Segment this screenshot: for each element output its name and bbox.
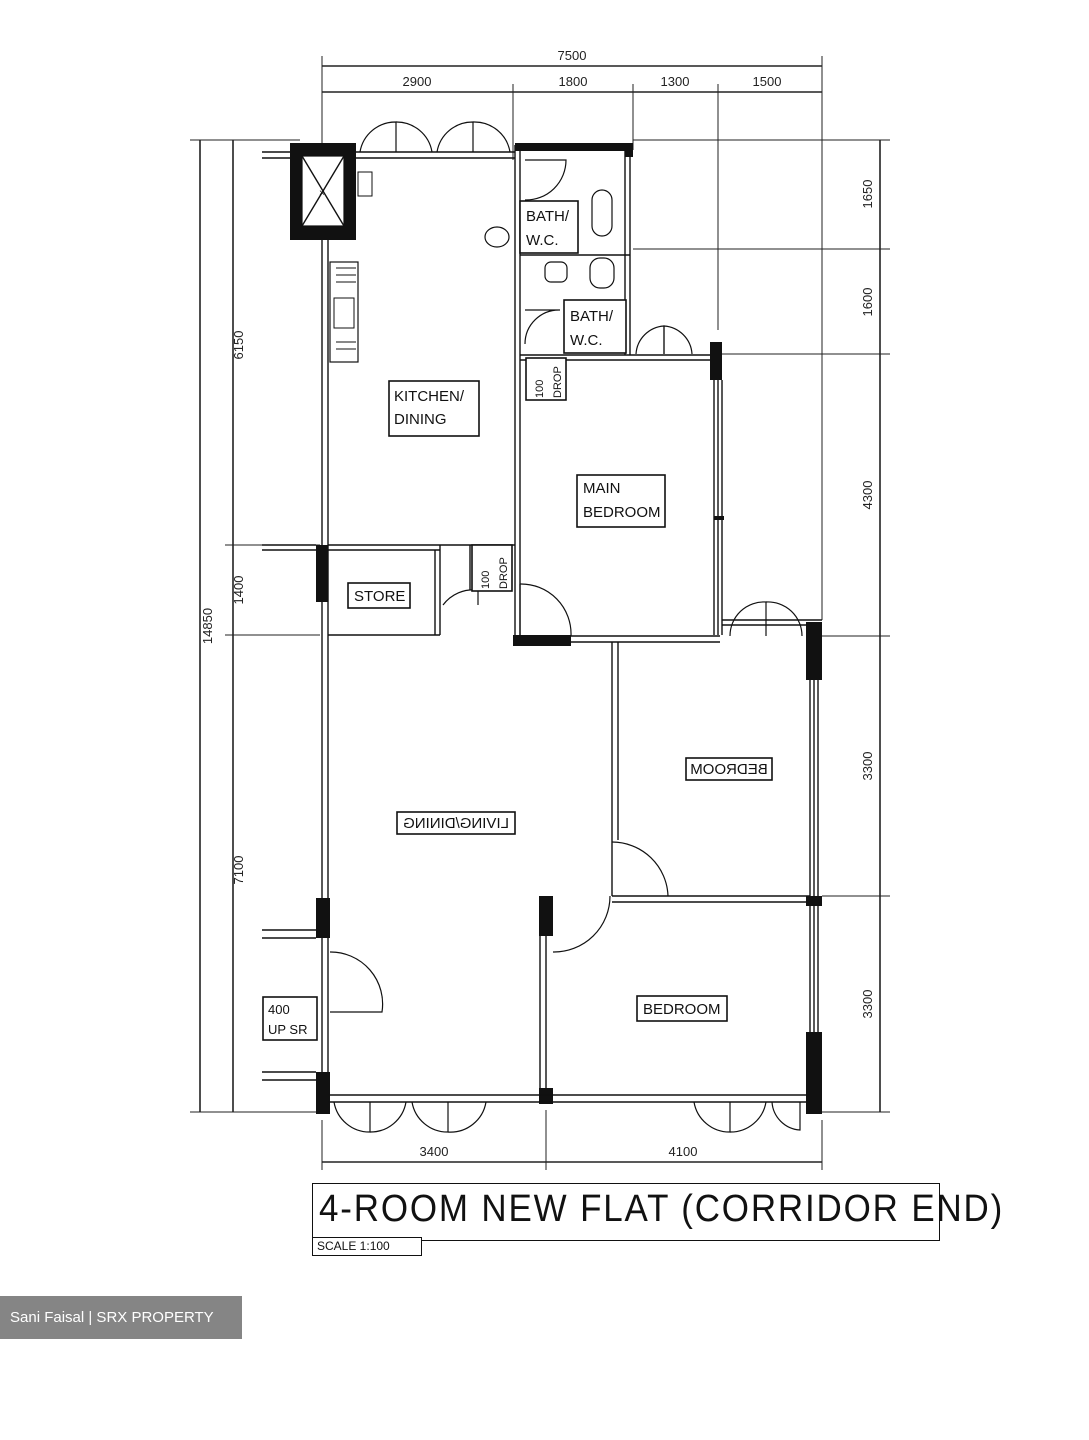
dim-top-1: 2900 [403, 74, 432, 89]
dim-top-total: 7500 [558, 48, 587, 63]
up-a: 400 [268, 1002, 290, 1017]
dim-left-2: 1400 [231, 576, 246, 605]
dim-top-3: 1300 [661, 74, 690, 89]
store-label: STORE [354, 588, 405, 605]
dim-bottom-2: 4100 [669, 1144, 698, 1159]
kitchen-label-box [388, 380, 480, 437]
bath2-label-line1: BATH/ [570, 308, 614, 325]
bedroom2-label: BEDROOM [690, 761, 768, 778]
kitchen-label-line2: DINING [394, 411, 447, 428]
dim-left-total: 14850 [200, 608, 215, 644]
dim-right-4: 3300 [860, 752, 875, 781]
bottom-dimensions: 3400 4100 [321, 1110, 823, 1170]
drop2-b: DROP [498, 557, 510, 589]
dim-right-5: 3300 [860, 990, 875, 1019]
doors [329, 121, 803, 1133]
dim-top-2: 1800 [559, 74, 588, 89]
bath2-label-line2: W.C. [570, 332, 603, 349]
living-label: LIVING/DINING [403, 815, 509, 832]
bedroom-label-box [636, 995, 728, 1022]
dim-bottom-1: 3400 [420, 1144, 449, 1159]
dim-top-4: 1500 [753, 74, 782, 89]
top-dimensions: 7500 2900 1800 1300 1500 [321, 48, 823, 620]
dim-right-3: 4300 [860, 481, 875, 510]
dim-right-2: 1600 [860, 288, 875, 317]
main-bedroom-label-line1: MAIN [583, 480, 621, 497]
main-bedroom-label-box [576, 474, 666, 528]
up-b: UP SR [268, 1022, 308, 1037]
drop1-box [525, 357, 567, 401]
room-labels: KITCHEN/ DINING MAIN BEDROOM BATH/ W.C. … [262, 200, 773, 1041]
dim-left-3: 7100 [231, 856, 246, 885]
bath2-label-box [563, 299, 627, 354]
plan-title: 4-ROOM NEW FLAT (CORRIDOR END) [319, 1188, 1005, 1230]
left-dimensions: 6150 1400 7100 14850 [190, 139, 320, 1113]
drop1-a: 100 [534, 380, 546, 398]
plan-title-box: 4-ROOM NEW FLAT (CORRIDOR END) [312, 1183, 1002, 1241]
bath1-label-line2: W.C. [526, 232, 559, 249]
bedroom-label: BEDROOM [643, 1001, 721, 1018]
plan-scale: SCALE 1:100 [312, 1237, 422, 1256]
drop2-a: 100 [480, 571, 492, 589]
up-box [262, 996, 318, 1041]
kitchen-label-line1: KITCHEN/ [394, 388, 465, 405]
walls: × [262, 143, 822, 1114]
svg-text:×: × [319, 188, 325, 199]
bath1-label-line1: BATH/ [526, 208, 570, 225]
main-bedroom-label-line2: BEDROOM [583, 504, 661, 521]
bath1-label-box [519, 200, 579, 254]
living-label-box [396, 811, 516, 835]
bedroom2-label-box [685, 757, 773, 781]
dim-right-1: 1650 [860, 180, 875, 209]
right-dimensions: 1650 1600 4300 3300 3300 [633, 139, 890, 1113]
store-label-box [347, 582, 411, 609]
drop1-b: DROP [552, 366, 564, 398]
credit-badge: Sani Faisal | SRX PROPERTY [0, 1296, 242, 1339]
dim-left-1: 6150 [231, 331, 246, 360]
drop2-box [471, 544, 513, 592]
